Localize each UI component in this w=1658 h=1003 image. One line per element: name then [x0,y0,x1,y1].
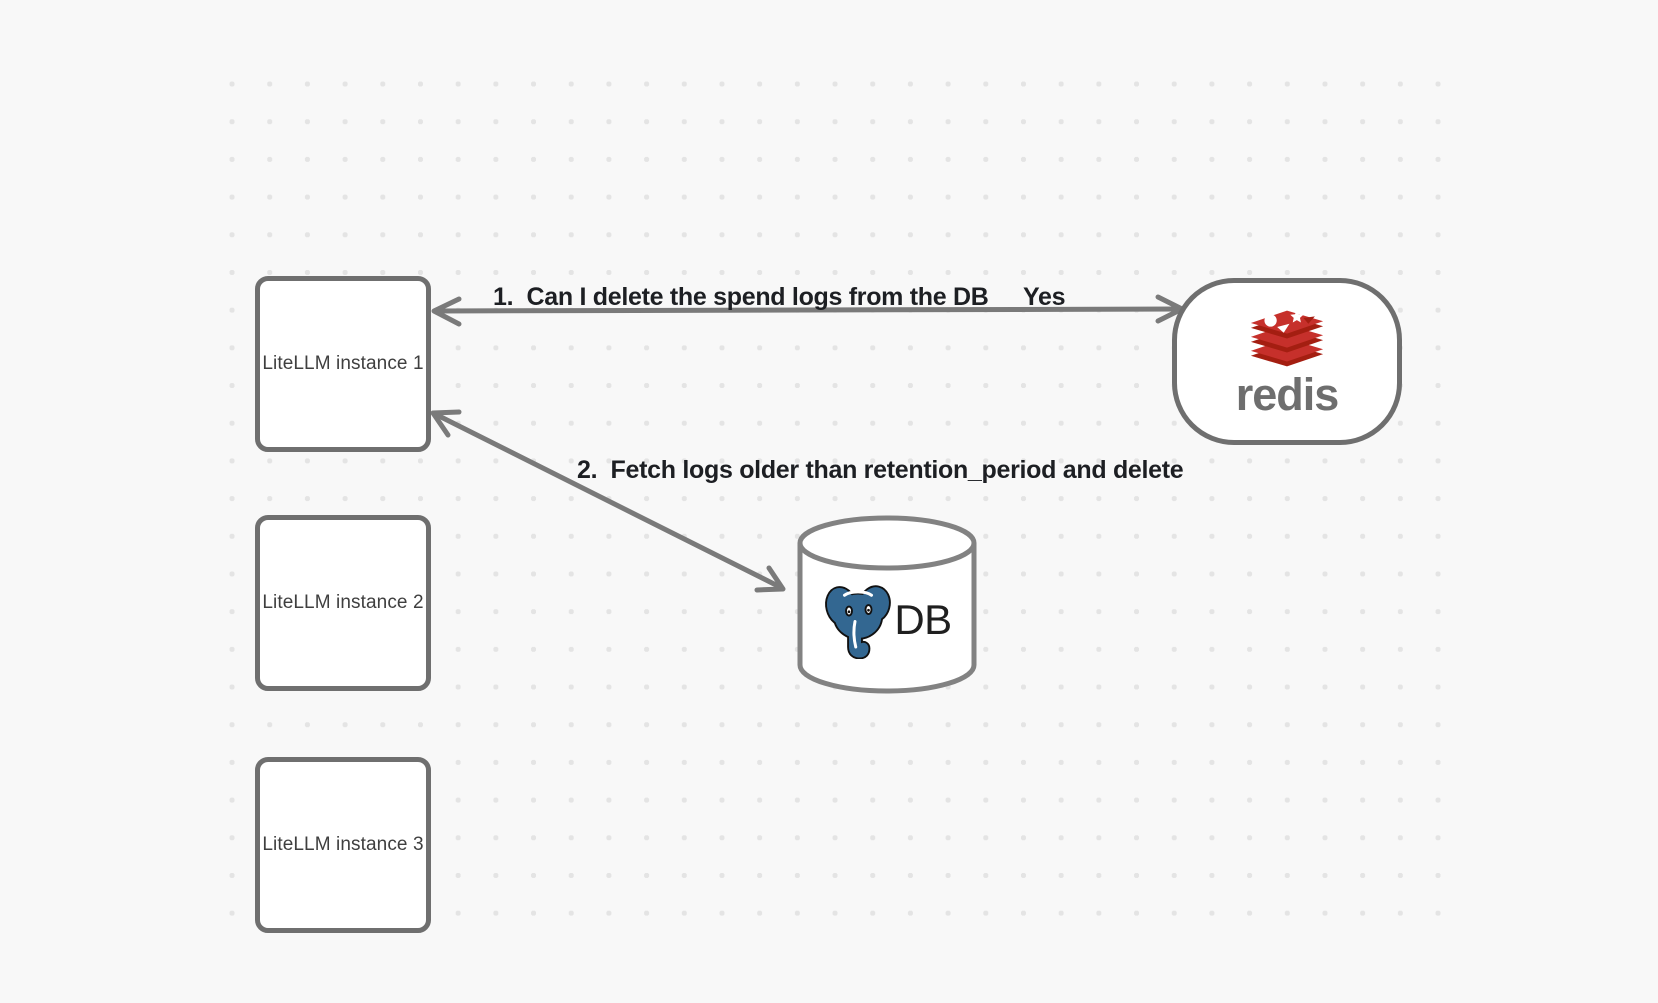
arrow1-label[interactable]: 1. Can I delete the spend logs from the … [493,283,989,311]
node-redis[interactable]: redis [1172,278,1402,445]
db-label: DB [894,596,952,643]
arrow-fetch-logs[interactable] [430,409,786,593]
postgresql-elephant-icon [825,585,892,659]
db-node-content: DB [812,580,962,660]
node-label: LiteLLM instance 1 [262,353,424,374]
arrow1-response-label[interactable]: Yes [1023,283,1066,311]
node-litellm-instance-3[interactable]: LiteLLM instance 3 [255,757,431,933]
database-cylinder-icon [797,515,977,694]
node-db[interactable] [795,513,979,697]
node-label: LiteLLM instance 2 [262,592,424,613]
node-litellm-instance-2[interactable]: LiteLLM instance 2 [255,515,431,691]
node-litellm-instance-1[interactable]: LiteLLM instance 1 [255,276,431,452]
arrow2-label[interactable]: 2. Fetch logs older than retention_perio… [577,456,1184,484]
node-label: LiteLLM instance 3 [262,834,424,855]
redis-wordmark: redis [1235,368,1340,420]
redis-logo-icon [1250,309,1324,366]
